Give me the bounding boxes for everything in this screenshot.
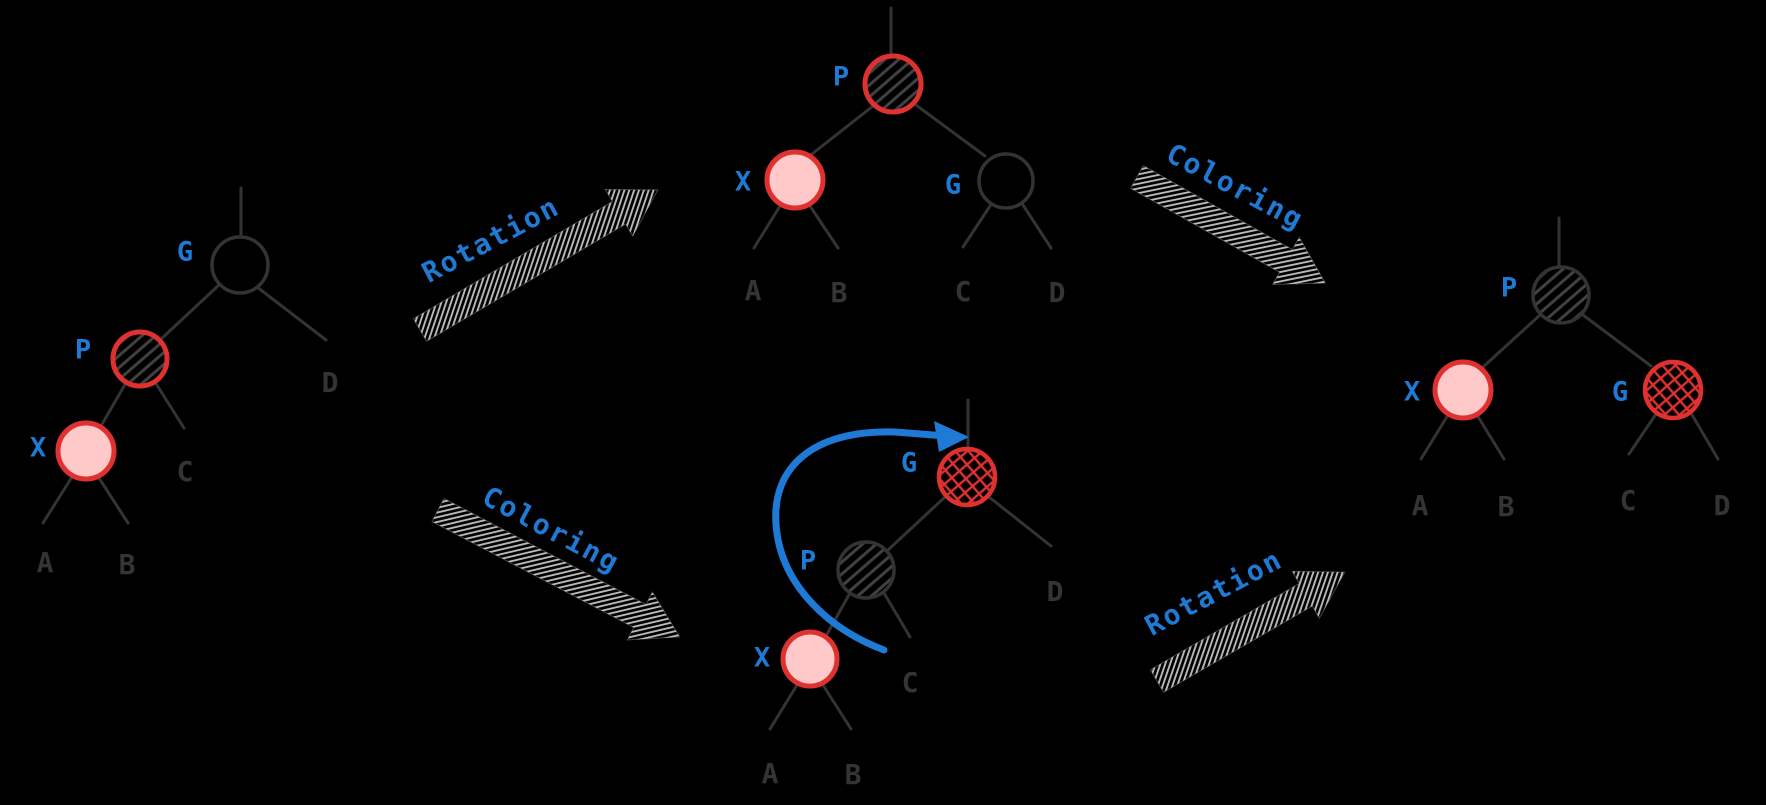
initial-node-p-circle xyxy=(110,329,170,389)
after-coloring-node-g-label: G xyxy=(900,447,918,479)
after-coloring-leaf-c-label: C xyxy=(901,666,919,699)
initial-edge-g-p xyxy=(157,282,222,343)
after-rotation-node-x-circle xyxy=(764,149,826,211)
initial-edge-x-a xyxy=(41,475,74,525)
tree-initial xyxy=(41,186,328,525)
after-rotation-edge-g-d xyxy=(1021,203,1053,250)
initial-node-x-label: X xyxy=(29,432,47,464)
after-coloring-leaf-b-label: B xyxy=(844,758,862,791)
initial-edge-g-d xyxy=(255,285,328,342)
after-coloring-node-x-label: X xyxy=(753,642,771,674)
after-rotation-leaf-a-label: A xyxy=(744,274,762,307)
after-rotation-leaf-c-label: C xyxy=(954,275,972,308)
after-rotation-leaf-d-label: D xyxy=(1048,276,1066,309)
after-coloring-leaf-d-label: D xyxy=(1046,575,1064,608)
initial-node-p-label: P xyxy=(74,334,92,366)
final-edge-x-a xyxy=(1419,413,1450,461)
after-rotation-node-g-circle xyxy=(977,152,1035,210)
coloring-arrow-top xyxy=(1129,164,1327,285)
after-coloring-leaf-a-label: A xyxy=(761,757,779,790)
tree-after-coloring xyxy=(768,398,1053,731)
blue-swap-arrow xyxy=(772,421,969,654)
final-node-p-label: P xyxy=(1500,272,1518,304)
initial-leaf-c-label: C xyxy=(176,455,194,488)
after-coloring-node-g-circle xyxy=(936,446,998,508)
final-edge-p-x xyxy=(1481,313,1542,369)
tree-after-rotation xyxy=(752,6,1053,250)
initial-node-x-circle xyxy=(55,420,117,482)
initial-node-g-label: G xyxy=(176,236,194,268)
final-edge-p-g xyxy=(1581,313,1653,368)
initial-node-g-circle xyxy=(210,235,270,295)
after-rotation-edge-x-b xyxy=(808,204,840,250)
final-node-x-circle xyxy=(1432,359,1494,421)
final-node-p-circle xyxy=(1531,265,1591,325)
tree-final xyxy=(1419,216,1720,461)
after-coloring-edge-p-x xyxy=(824,591,852,638)
final-node-x-label: X xyxy=(1403,376,1421,408)
initial-leaf-b-label: B xyxy=(118,548,136,581)
initial-edge-p-x xyxy=(99,379,129,428)
final-edge-g-d xyxy=(1689,411,1720,461)
after-rotation-edge-x-a xyxy=(752,204,782,250)
after-coloring-node-p-label: P xyxy=(799,545,817,577)
final-edge-x-b xyxy=(1475,413,1506,461)
after-coloring-node-x-circle xyxy=(780,629,840,689)
after-coloring-edge-x-a xyxy=(768,683,799,731)
after-coloring-edge-p-c xyxy=(882,591,912,639)
final-leaf-a-label: A xyxy=(1411,489,1429,522)
after-rotation-edge-p-g xyxy=(914,103,987,158)
after-rotation-node-g-label: G xyxy=(944,169,962,201)
final-edge-g-c xyxy=(1627,412,1658,456)
rotation-arrow-bottom xyxy=(1149,570,1346,693)
initial-leaf-d-label: D xyxy=(321,366,339,399)
after-rotation-node-p-label: P xyxy=(832,61,850,93)
initial-edge-x-b xyxy=(97,476,130,525)
after-coloring-edge-g-d xyxy=(987,495,1053,548)
rotation-arrow-top xyxy=(412,188,659,342)
after-rotation-leaf-b-label: B xyxy=(830,276,848,309)
after-coloring-node-p-circle xyxy=(836,540,896,600)
coloring-arrow-bottom xyxy=(431,497,681,641)
final-leaf-b-label: B xyxy=(1497,490,1515,523)
after-coloring-edge-x-b xyxy=(821,683,853,731)
after-coloring-edge-g-p xyxy=(886,494,948,552)
initial-leaf-a-label: A xyxy=(36,546,54,579)
final-leaf-d-label: D xyxy=(1713,489,1731,522)
final-leaf-c-label: C xyxy=(1619,484,1637,517)
after-rotation-node-x-label: X xyxy=(734,166,752,198)
after-rotation-edge-p-x xyxy=(810,104,875,156)
after-rotation-node-p-circle xyxy=(862,53,924,115)
final-node-g-circle xyxy=(1642,359,1704,421)
final-node-g-label: G xyxy=(1611,376,1629,408)
after-rotation-edge-g-c xyxy=(961,204,992,249)
initial-edge-p-c xyxy=(153,380,186,430)
